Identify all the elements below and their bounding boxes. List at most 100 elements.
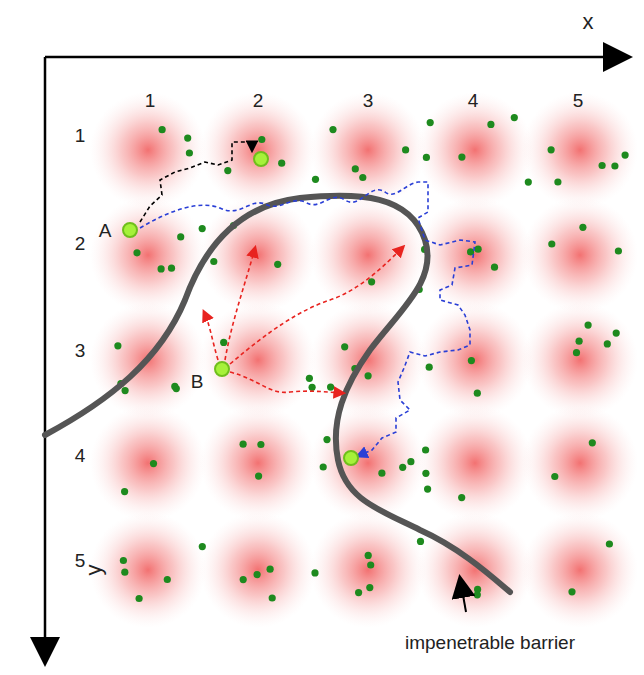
particle [274,261,281,268]
potential-well [522,405,638,521]
potential-well [417,405,533,521]
row-number: 1 [75,126,86,145]
particle [171,383,178,390]
potential-well [200,302,316,418]
particle [604,340,611,347]
particle [622,152,629,159]
particle [122,387,129,394]
particle [606,540,613,547]
particle [240,441,247,448]
particle [548,146,555,153]
particle [611,162,618,169]
particle [458,154,465,161]
particle [422,470,429,477]
particle [491,264,498,271]
particle [199,543,206,550]
particle [267,566,274,573]
particle [511,114,518,121]
particle [422,446,429,453]
particle [323,436,330,443]
particle [378,470,385,477]
particle [168,265,175,272]
potential-well [200,197,316,313]
particle [551,473,558,480]
y-axis [44,57,47,662]
row-number: 3 [75,341,86,360]
potential-well [417,197,533,313]
particle [240,576,247,583]
particle [199,225,206,232]
particle [426,364,433,371]
axis-label: y [82,565,104,576]
particle [458,494,465,501]
particle [121,488,128,495]
point-label: A [99,221,112,240]
column-number: 3 [363,91,374,110]
potential-well [522,512,638,628]
particle [186,149,193,156]
particle [423,154,430,161]
particle [554,178,561,185]
particle [366,584,373,591]
potential-well [522,197,638,313]
column-number: 4 [468,91,479,110]
particle [589,439,596,446]
particle [417,538,424,545]
particle [468,357,475,364]
x-axis [45,56,628,59]
particle [120,557,127,564]
particle [309,384,316,391]
point-label: B [191,372,204,391]
blocked-paths [204,247,403,393]
particle [399,464,406,471]
particle [548,240,555,247]
particle [613,330,620,337]
particle [254,571,261,578]
potential-well [90,405,206,521]
potential-well [200,512,316,628]
particle [427,119,434,126]
particle [576,338,583,345]
particle [329,126,336,133]
particles [114,114,628,602]
particle [341,343,348,350]
particle [158,265,165,272]
column-number: 1 [145,91,156,110]
particle [474,591,481,598]
particle [402,146,409,153]
potential-well [310,512,426,628]
particle [184,135,191,142]
particle [320,463,327,470]
particle [164,576,171,583]
potential-well [417,512,533,628]
particle [159,126,166,133]
row-number: 4 [75,446,86,465]
particle [136,595,143,602]
marked-particles [123,152,358,465]
potential-well [522,302,638,418]
particle [224,167,231,174]
potential-well [417,302,533,418]
particle [424,486,431,493]
axis-label: x [583,11,594,33]
particle [573,349,580,356]
potential-well [200,405,316,521]
particle [568,588,575,595]
particle [599,162,606,169]
column-number: 2 [253,91,264,110]
particle [487,121,494,128]
particle [312,176,319,183]
particle [311,569,318,576]
column-number: 5 [573,91,584,110]
barrier-label: impenetrable barrier [405,633,575,652]
particle [220,339,227,346]
particle [352,165,359,172]
particle [579,224,586,231]
particle [367,561,374,568]
particle [278,160,285,167]
particle [177,233,184,240]
particle [257,441,264,448]
particle [133,249,140,256]
particle [474,390,481,397]
particle [365,372,372,379]
